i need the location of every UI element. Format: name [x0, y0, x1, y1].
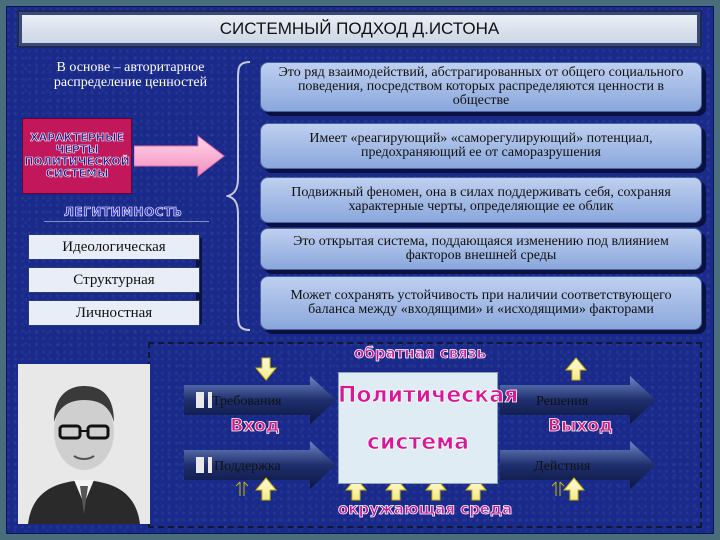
- type-ideological: Идеологическая: [28, 234, 200, 260]
- output-arrow-actions: [500, 441, 656, 489]
- feature-3: Подвижный феномен, она в силах поддержив…: [260, 177, 702, 223]
- up-arrow-icon: [254, 357, 588, 501]
- input-arrow-support: [184, 441, 336, 489]
- support-label: Поддержка: [214, 459, 281, 474]
- feature-5: Может сохранять устойчивость при наличии…: [260, 276, 702, 330]
- input-label: Вход: [230, 416, 280, 437]
- portrait-photo: [18, 364, 150, 524]
- type-structural: Структурная: [28, 267, 200, 293]
- system-label-line2: система: [367, 430, 470, 456]
- feature-4: Это открытая система, поддающаяся измене…: [260, 228, 702, 270]
- down-arrow-icon: [254, 357, 278, 381]
- feature-1: Это ряд взаимодействий, абстрагированных…: [260, 62, 702, 112]
- legitimacy-label: ЛЕГИТИМНОСТЬ: [64, 205, 183, 220]
- feedback-label: обратная связь: [354, 344, 487, 363]
- output-label: Выход: [548, 416, 614, 437]
- arrow-right-icon: [134, 134, 225, 178]
- feature-2: Имеет «реагирующий» «саморегулирующий» п…: [260, 123, 702, 169]
- output-arrow-decisions: [500, 376, 656, 424]
- political-system-box: [338, 372, 498, 484]
- brace-icon: [226, 61, 251, 331]
- type-personal: Личностная: [28, 300, 200, 326]
- actions-label: Действия: [534, 459, 591, 474]
- intro-text: В основе – авторитарное распределение це…: [53, 60, 208, 90]
- demands-label: Требования: [212, 394, 282, 409]
- page-title: СИСТЕМНЫЙ ПОДХОД Д.ИСТОНА: [17, 10, 702, 48]
- decisions-label: Решения: [536, 394, 589, 409]
- system-label-line1: Политическая: [338, 383, 519, 409]
- environment-label: окружающая среда: [338, 500, 513, 519]
- divider: [44, 221, 209, 222]
- characteristics-box: ХАРАКТЕРНЫЕ ЧЕРТЫ ПОЛИТИЧЕСКОЙ СИСТЕМЫ: [22, 118, 132, 194]
- input-arrow-demands: [184, 376, 336, 424]
